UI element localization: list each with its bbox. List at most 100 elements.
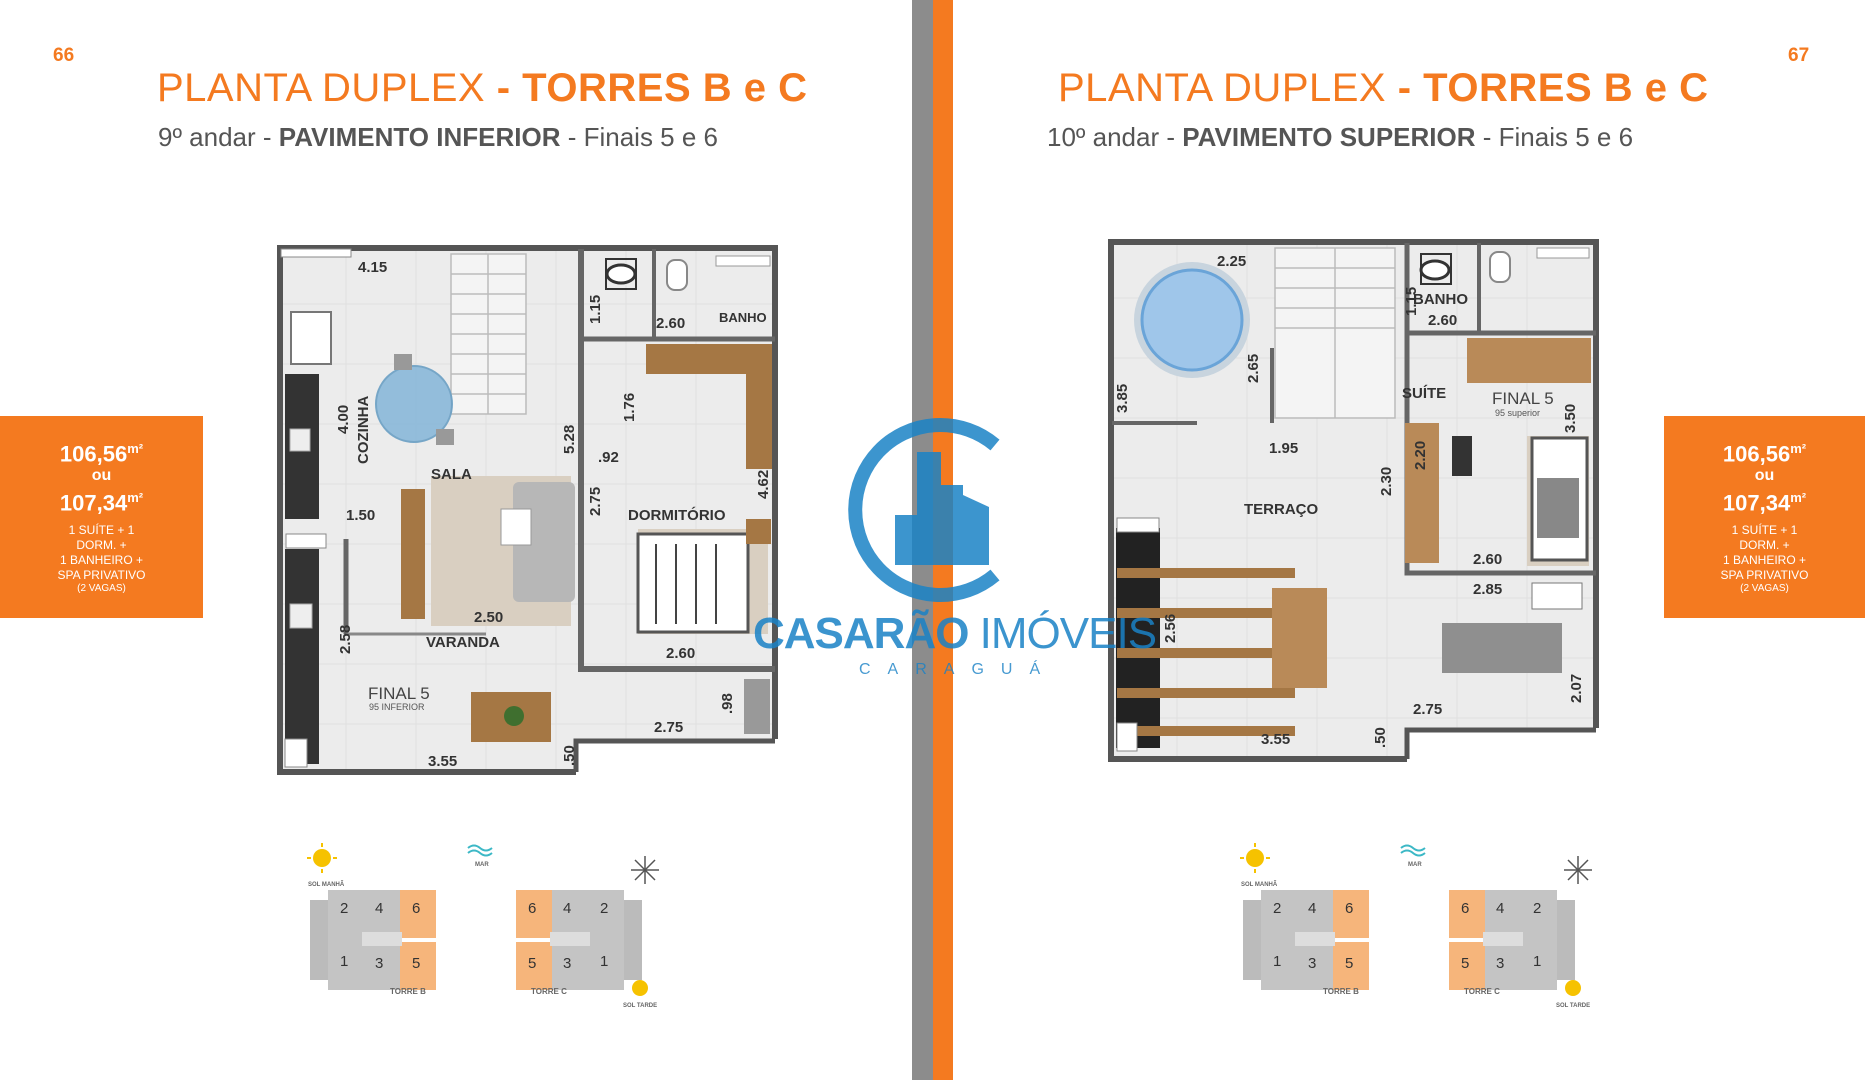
- dim-115: 1.15: [587, 295, 604, 324]
- right-page: 67 PLANTA DUPLEX - TORRES B e C 10º anda…: [953, 0, 1865, 1080]
- sun-morning-icon: [1240, 843, 1270, 873]
- title-bold: - TORRES B e C: [1397, 66, 1709, 110]
- dim-275: 2.75: [1413, 701, 1442, 718]
- logo-emblem-icon: [848, 418, 1000, 602]
- dim-260-top: 2.60: [656, 315, 685, 332]
- dim-275-vertical: 2.75: [587, 487, 604, 516]
- room-label-sala: SALA: [431, 466, 472, 483]
- tower-c-unit: 6: [528, 900, 536, 917]
- room-label-cozinha: COZINHA: [355, 396, 372, 464]
- sea-icon: [1400, 844, 1426, 857]
- tower-b-unit: 4: [1308, 900, 1316, 917]
- tower-c-unit: 2: [1533, 900, 1541, 917]
- label-tower-b: TORRE B: [1323, 987, 1359, 996]
- dim-265: 2.65: [1245, 354, 1262, 383]
- floor-plan-upper: BANHO SUÍTE TERRAÇO FINAL 5 95 superior …: [1107, 238, 1602, 768]
- dim-350: 3.50: [1562, 404, 1579, 433]
- unit-description: 1 SUÍTE + 1 DORM. + 1 BANHEIRO + SPA PRI…: [1720, 522, 1809, 582]
- unit-final-sub: 95 INFERIOR: [369, 702, 425, 712]
- page-title: PLANTA DUPLEX - TORRES B e C: [1058, 66, 1708, 111]
- tower-b-unit: 4: [375, 900, 383, 917]
- dim-176: 1.76: [621, 393, 638, 422]
- sea-icon: [467, 844, 493, 857]
- tower-c-unit: 1: [600, 953, 608, 970]
- area-badge: 106,56m² ou 107,34m² 1 SUÍTE + 1 DORM. +…: [0, 416, 203, 618]
- dim-260-bottom: 2.60: [666, 645, 695, 662]
- orientation-key: SOL MANHÃ MAR 2 4 6 1 3 5 TORRE B: [300, 840, 670, 1020]
- dim-258: 2.58: [337, 625, 354, 654]
- label-tower-c: TORRE C: [1464, 987, 1500, 996]
- dim-50: .50: [561, 745, 578, 766]
- dim-256: 2.56: [1162, 614, 1179, 643]
- unit-final-label: FINAL 5: [368, 684, 430, 703]
- tower-b-unit: 3: [375, 955, 383, 972]
- compass-icon: [631, 856, 659, 884]
- dim-207: 2.07: [1568, 674, 1585, 703]
- unit-final-label: FINAL 5: [1492, 389, 1554, 408]
- watermark-name: CASARÃO IMÓVEIS: [753, 609, 1157, 658]
- dim-528: 5.28: [561, 425, 578, 454]
- room-label-banho: BANHO: [719, 310, 767, 325]
- subtitle-level: PAVIMENTO INFERIOR: [278, 122, 561, 152]
- area-primary: 106,56m²: [1722, 441, 1807, 467]
- dim-220: 2.20: [1412, 441, 1429, 470]
- dim-385: 3.85: [1114, 384, 1131, 413]
- parking-note: (2 VAGAS): [1740, 582, 1789, 594]
- tower-c-unit: 3: [563, 955, 571, 972]
- dim-98: .98: [719, 693, 736, 714]
- page-subtitle: 9º andar - PAVIMENTO INFERIOR - Finais 5…: [158, 122, 718, 153]
- dim-415: 4.15: [358, 259, 387, 276]
- area-secondary: 107,34m²: [59, 490, 144, 516]
- dim-92: .92: [598, 449, 619, 466]
- tower-c-unit: 2: [600, 900, 608, 917]
- room-label-terraco: TERRAÇO: [1244, 501, 1318, 518]
- label-tower-b: TORRE B: [390, 987, 426, 996]
- dim-400: 4.00: [335, 405, 352, 434]
- tower-c-unit: 6: [1461, 900, 1469, 917]
- dim-275-horizontal: 2.75: [654, 719, 683, 736]
- tower-b-unit: 2: [1273, 900, 1281, 917]
- title-bold: - TORRES B e C: [496, 66, 808, 110]
- dim-225: 2.25: [1217, 253, 1246, 270]
- room-label-suite: SUÍTE: [1402, 385, 1446, 402]
- dim-260-bottom: 2.60: [1473, 551, 1502, 568]
- dim-195: 1.95: [1269, 440, 1298, 457]
- dim-285: 2.85: [1473, 581, 1502, 598]
- page-number: 67: [1788, 45, 1810, 66]
- sun-afternoon-icon: [632, 980, 648, 996]
- dim-250: 2.50: [474, 609, 503, 626]
- dim-355: 3.55: [428, 753, 457, 770]
- tower-b-unit: 3: [1308, 955, 1316, 972]
- dim-150: 1.50: [346, 507, 375, 524]
- area-primary: 106,56m²: [59, 441, 144, 467]
- compass-icon: [1564, 856, 1592, 884]
- sun-afternoon-icon: [1565, 980, 1581, 996]
- label-tower-c: TORRE C: [531, 987, 567, 996]
- dim-260-top: 2.60: [1428, 312, 1457, 329]
- orientation-key: SOL MANHÃ MAR 2 4 6 1 3 5 TORRE B: [1233, 840, 1603, 1020]
- tower-b-unit: 6: [1345, 900, 1353, 917]
- label-sun-morning: SOL MANHÃ: [308, 881, 345, 888]
- label-sun-afternoon: SOL TARDE: [623, 1003, 657, 1009]
- subtitle-floor: 9º andar -: [158, 122, 279, 152]
- subtitle-floor: 10º andar -: [1047, 122, 1183, 152]
- unit-description: 1 SUÍTE + 1 DORM. + 1 BANHEIRO + SPA PRI…: [57, 522, 146, 582]
- tower-b-unit: 5: [1345, 955, 1353, 972]
- title-light: PLANTA DUPLEX: [157, 66, 486, 110]
- dim-355: 3.55: [1261, 731, 1290, 748]
- label-sea: MAR: [1408, 862, 1422, 868]
- label-sea: MAR: [475, 862, 489, 868]
- tower-b-unit: 2: [340, 900, 348, 917]
- dim-50: .50: [1372, 727, 1389, 748]
- area-badge: 106,56m² ou 107,34m² 1 SUÍTE + 1 DORM. +…: [1664, 416, 1865, 618]
- tower-c-unit: 5: [528, 955, 536, 972]
- tower-b-unit: 1: [1273, 953, 1281, 970]
- sun-morning-icon: [307, 843, 337, 873]
- room-label-banho: BANHO: [1413, 291, 1468, 308]
- area-or: ou: [91, 467, 112, 485]
- label-sun-afternoon: SOL TARDE: [1556, 1003, 1590, 1009]
- left-page: 66 PLANTA DUPLEX - TORRES B e C 9º andar…: [0, 0, 912, 1080]
- dim-115: 1.15: [1403, 287, 1420, 316]
- watermark-logo: CASARÃO IMÓVEIS CARAGUÁ: [745, 400, 1157, 690]
- room-label-dormitorio: DORMITÓRIO: [628, 506, 726, 524]
